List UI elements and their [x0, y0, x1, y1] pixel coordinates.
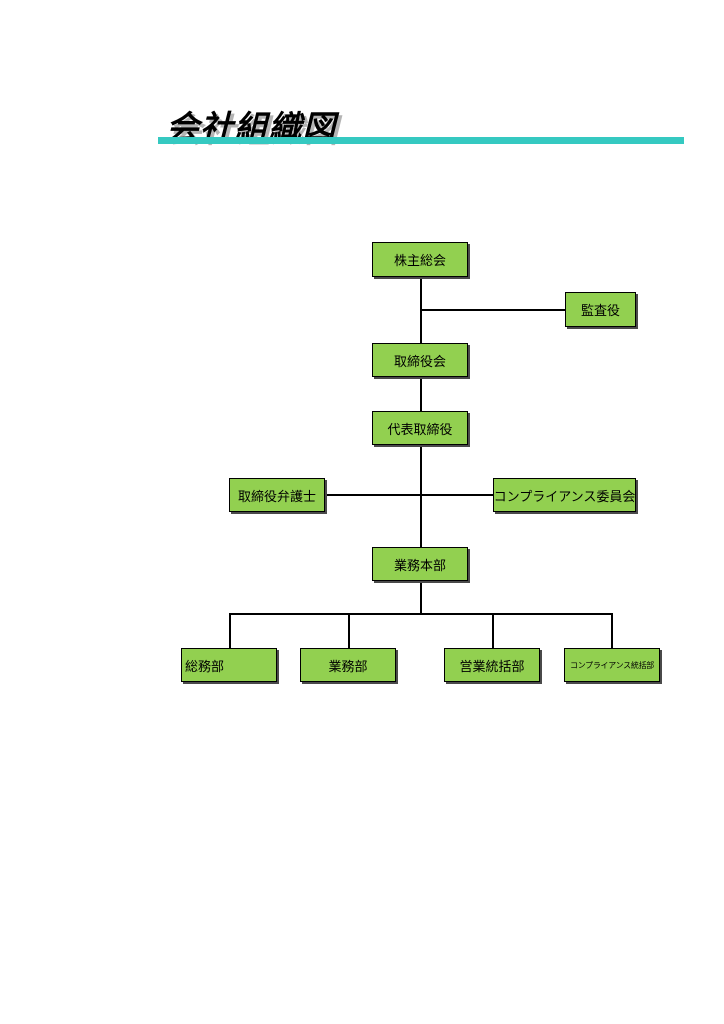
node-board-of-directors: 取締役会 [372, 343, 468, 377]
node-representative-director: 代表取締役 [372, 411, 468, 445]
node-auditor: 監査役 [565, 292, 636, 327]
title-underline-bar [158, 137, 684, 144]
connector-line [420, 445, 422, 547]
node-operations-dept: 業務部 [300, 648, 396, 682]
connector-line [420, 309, 565, 311]
node-general-affairs-dept: 総務部 [181, 648, 277, 682]
connector-line [229, 613, 231, 649]
node-compliance-management-dept: コンプライアンス統括部 [564, 648, 660, 682]
connector-line [229, 613, 612, 615]
connector-line [348, 613, 350, 649]
node-director-lawyer: 取締役弁護士 [229, 478, 325, 512]
connector-line [492, 613, 494, 649]
connector-line [324, 494, 494, 496]
node-shareholders-meeting: 株主総会 [372, 242, 468, 277]
node-compliance-committee: コンプライアンス委員会 [493, 478, 636, 512]
node-business-headquarters: 業務本部 [372, 547, 468, 581]
connector-line [611, 613, 613, 649]
node-sales-management-dept: 営業統括部 [444, 648, 540, 682]
connector-line [420, 377, 422, 411]
connector-line [420, 581, 422, 614]
